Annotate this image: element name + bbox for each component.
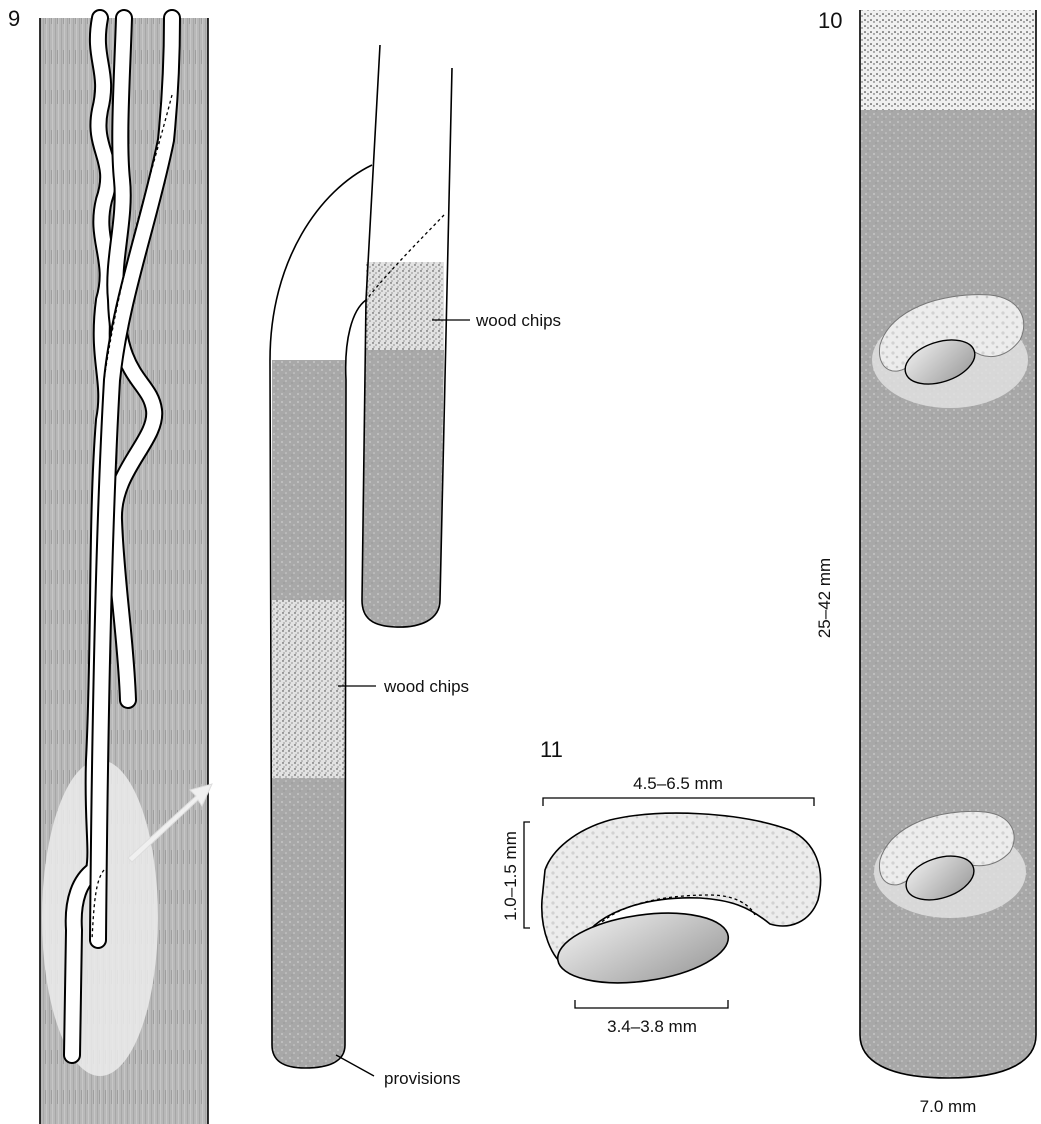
figure-10-number: 10 xyxy=(818,8,842,33)
figure-10: 10 25–42 mm 7.0 mm xyxy=(815,8,1036,1116)
figure-11: 11 4.5–6.5 mm 1.0–1.5 mm 3.4–3.8 mm xyxy=(501,737,821,1036)
width-bracket xyxy=(575,1000,728,1008)
burrow-column xyxy=(860,110,1036,1078)
figure-9: 9 xyxy=(8,6,212,1124)
provisions-mass xyxy=(272,778,346,1068)
label-wood-chips-upper: wood chips xyxy=(475,311,561,330)
label-wood-chips-lower: wood chips xyxy=(383,677,469,696)
figure-11-number: 11 xyxy=(540,737,563,762)
figure-9-number: 9 xyxy=(8,6,20,31)
width-measure: 3.4–3.8 mm xyxy=(607,1017,697,1036)
length-measure: 4.5–6.5 mm xyxy=(633,774,723,793)
wood-chips-plug-upper xyxy=(366,262,444,350)
label-provisions: provisions xyxy=(384,1069,461,1088)
height-bracket xyxy=(524,822,530,928)
diameter-measure: 7.0 mm xyxy=(920,1097,977,1116)
depth-measure: 25–42 mm xyxy=(815,558,834,638)
wood-chips-plug-lower xyxy=(272,600,346,778)
surface-soil xyxy=(860,10,1036,110)
nest-enlargement: wood chips wood chips provisions xyxy=(270,45,561,1088)
length-bracket xyxy=(543,798,814,806)
provision-mass-right xyxy=(362,350,444,627)
provision-mass-upper xyxy=(272,360,346,600)
height-measure: 1.0–1.5 mm xyxy=(501,831,520,921)
